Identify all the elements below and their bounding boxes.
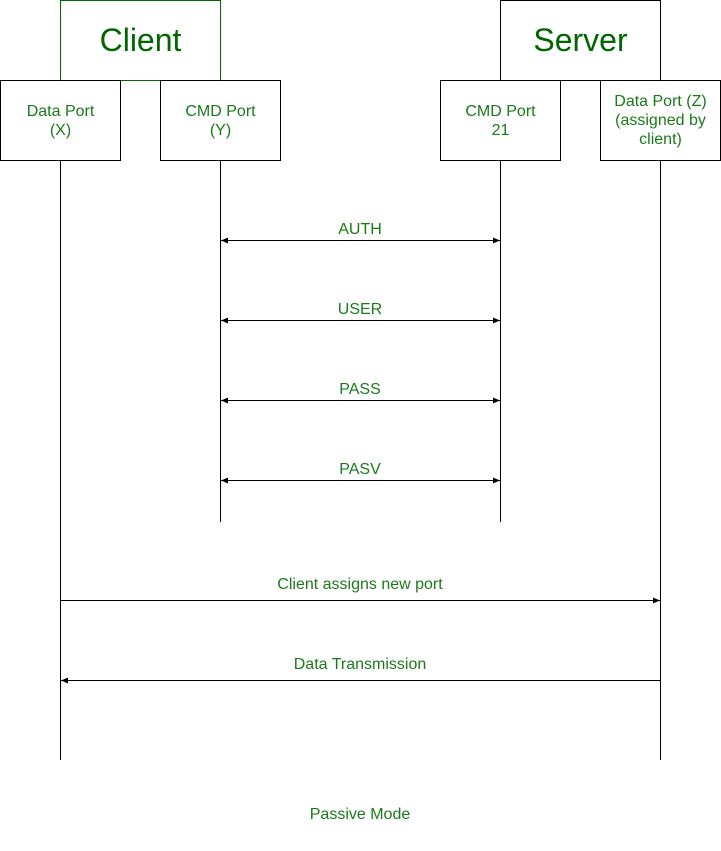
message-pasv: PASV [339,461,381,478]
port-label: Data Port [26,102,95,120]
port-label: Data Port (Z) [614,93,707,110]
message-user: USER [337,301,383,318]
message-assign-port: Client assigns new port [277,576,443,593]
diagram-caption: Passive Mode [309,806,411,823]
port-id: 21 [491,121,510,139]
port-label: CMD Port [465,102,536,120]
client-box: Client [60,0,221,81]
server-data-port: Data Port (Z) (assigned by client) [600,80,721,161]
port-note: (assigned by [615,112,706,129]
port-label: CMD Port [185,102,256,120]
server-box: Server [500,0,661,81]
client-cmd-port: CMD Port(Y) [160,80,281,161]
message-data-transmission: Data Transmission [293,656,427,673]
message-auth: AUTH [338,221,382,238]
client-data-port: Data Port(X) [0,80,121,161]
port-id: (Y) [209,121,232,139]
message-pass: PASS [339,381,381,398]
port-note: client) [639,131,682,148]
port-id: (X) [49,121,72,139]
